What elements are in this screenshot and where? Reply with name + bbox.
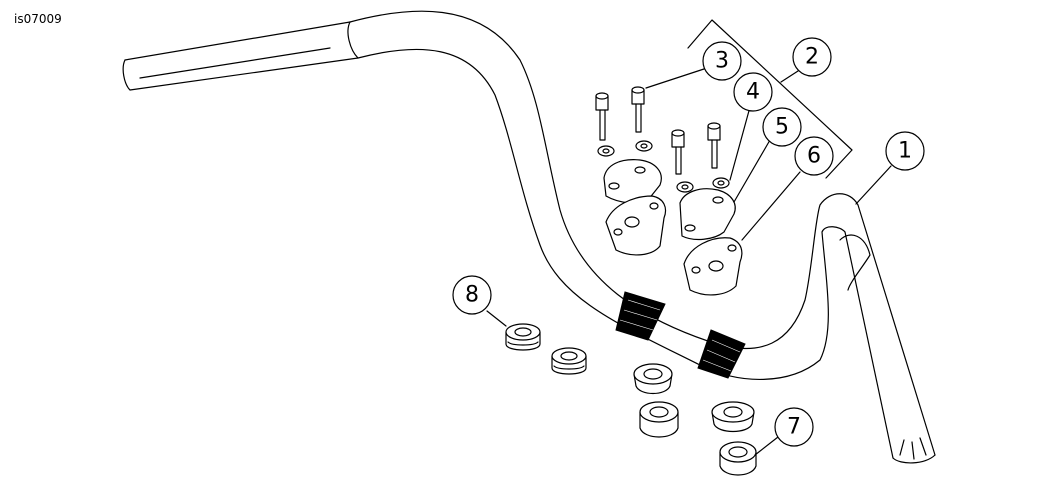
handlebar <box>122 10 936 464</box>
callout-5: 5 <box>762 107 802 147</box>
callout-5-label: 5 <box>775 115 789 140</box>
callout-2: 2 <box>792 37 832 77</box>
callout-6: 6 <box>794 136 834 176</box>
callout-4: 4 <box>733 72 773 112</box>
bushings <box>505 323 757 476</box>
bolt <box>707 122 721 169</box>
bushing <box>633 363 673 395</box>
callout-1-label: 1 <box>898 139 912 164</box>
bushing <box>505 323 541 351</box>
callout-7-label: 7 <box>787 415 801 440</box>
washers <box>597 140 730 193</box>
callout-2-bracket <box>687 19 853 179</box>
callout-6-label: 6 <box>807 144 821 169</box>
callout-8-label: 8 <box>465 283 479 308</box>
bolt <box>631 86 645 133</box>
bushing <box>639 401 679 438</box>
callout-8: 8 <box>452 275 492 315</box>
callout-3: 3 <box>702 41 742 81</box>
bushing <box>551 347 587 375</box>
riser-clamps <box>603 159 743 296</box>
clamp-bolts <box>595 86 721 175</box>
bushing <box>711 401 755 433</box>
figure-id: is07009 <box>14 12 62 26</box>
callout-2-label: 2 <box>805 45 819 70</box>
callout-3-label: 3 <box>715 49 729 74</box>
callout-4-label: 4 <box>746 80 760 105</box>
callout-leaders <box>486 67 892 456</box>
bushing <box>719 441 757 476</box>
callout-7: 7 <box>774 407 814 447</box>
knurled-clamp-zones <box>615 291 746 379</box>
bolt <box>671 129 685 175</box>
bolt <box>595 92 609 141</box>
callout-1: 1 <box>885 131 925 171</box>
